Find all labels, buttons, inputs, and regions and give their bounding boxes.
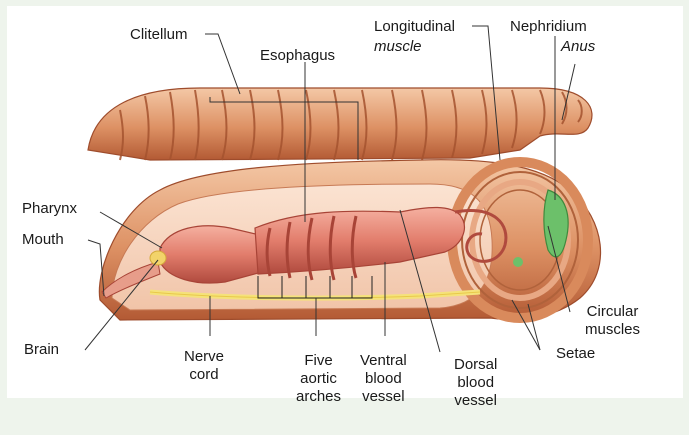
label-mouth: Mouth: [22, 231, 64, 249]
label-dorsal-blood-vessel: Dorsal blood vessel: [454, 356, 497, 410]
label-nephridium: Nephridium: [510, 18, 587, 36]
label-setae: Setae: [556, 345, 595, 363]
label-anus: Anus: [561, 38, 595, 56]
label-clitellum: Clitellum: [130, 26, 188, 44]
label-nerve-cord: Nerve cord: [184, 348, 224, 384]
label-five-aortic-arches: Five aortic arches: [296, 352, 341, 406]
label-esophagus: Esophagus: [260, 47, 335, 65]
label-ventral-blood-vessel: Ventral blood vessel: [360, 352, 407, 406]
brain-shape: [150, 251, 166, 265]
label-muscle: muscle: [374, 38, 422, 56]
label-brain: Brain: [24, 341, 59, 359]
label-pharynx: Pharynx: [22, 200, 77, 218]
pharynx-shape: [160, 226, 262, 283]
label-longitudinal: Longitudinal: [374, 18, 455, 36]
nephridium-dot: [513, 257, 523, 267]
label-circular-muscles: Circular muscles: [585, 303, 640, 339]
